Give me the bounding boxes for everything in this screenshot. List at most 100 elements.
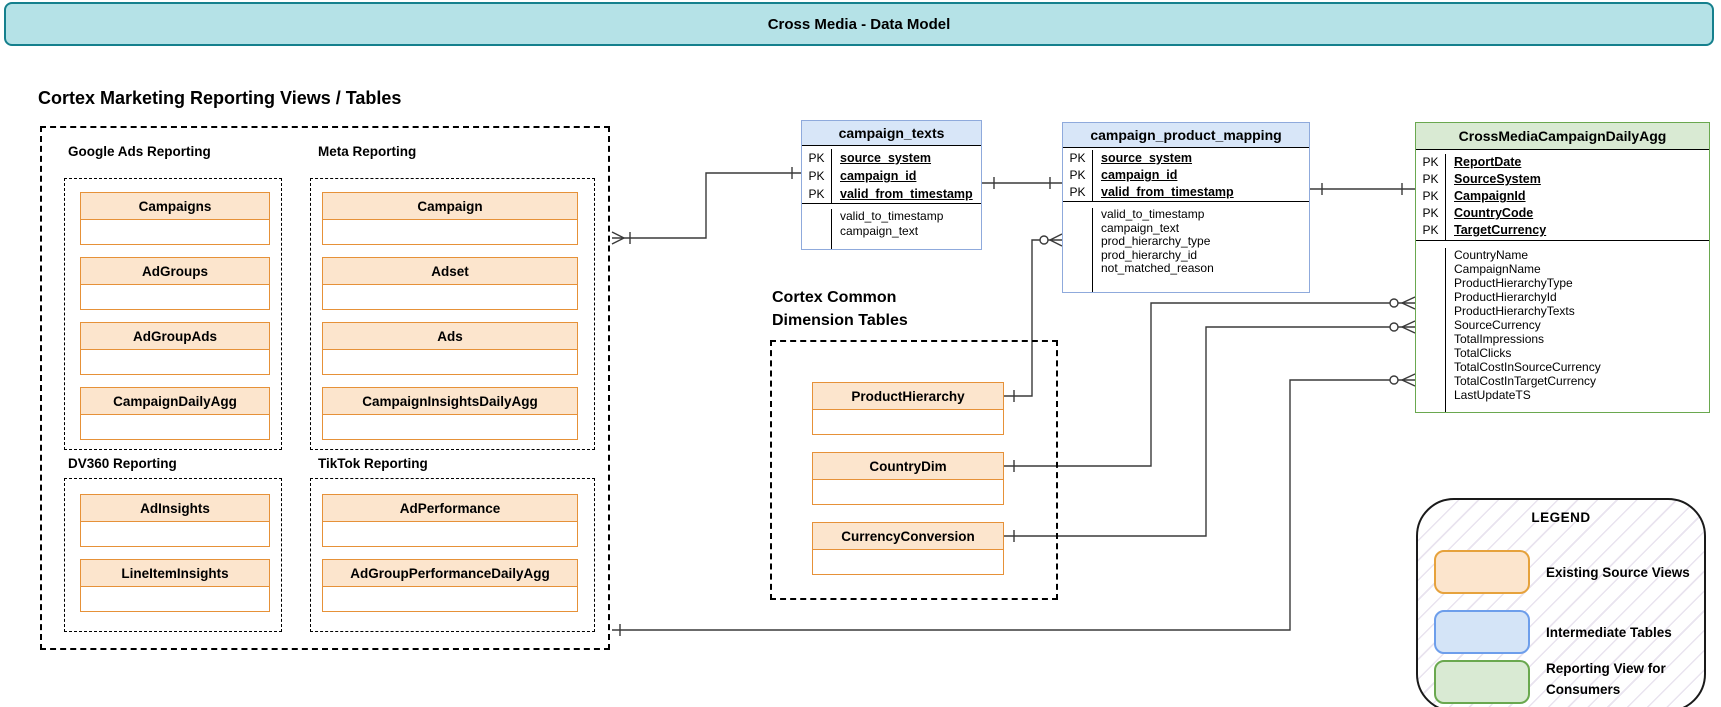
table-campaign-product-mapping-title: campaign_product_mapping xyxy=(1063,123,1309,148)
entity-campaigndailyagg: CampaignDailyAgg xyxy=(80,387,270,440)
attr: CampaignName xyxy=(1454,262,1541,276)
group-box-google-ads xyxy=(64,178,282,450)
entity-adgroupperformancedailyagg-title: AdGroupPerformanceDailyAgg xyxy=(323,560,577,587)
entity-campaign-title: Campaign xyxy=(323,193,577,220)
group-label-tiktok: TikTok Reporting xyxy=(318,456,428,471)
legend-swatch-existing-source-views xyxy=(1434,550,1530,594)
attr: TotalCostInSourceCurrency xyxy=(1454,360,1601,374)
pk-attr: TargetCurrency xyxy=(1454,223,1547,237)
entity-currencyconversion-title: CurrencyConversion xyxy=(813,523,1003,550)
attr: LastUpdateTS xyxy=(1454,388,1531,402)
pk-attr: campaign_id xyxy=(1101,168,1178,182)
entity-ads-title: Ads xyxy=(323,323,577,350)
entity-campaign: Campaign xyxy=(322,192,578,245)
entity-adgroupads: AdGroupAds xyxy=(80,322,270,375)
entity-adset-title: Adset xyxy=(323,258,577,285)
legend-label-reporting-view: Reporting View for Consumers xyxy=(1546,661,1666,697)
entity-countrydim-title: CountryDim xyxy=(813,453,1003,480)
legend-title: LEGEND xyxy=(1531,510,1591,525)
attr: CountryName xyxy=(1454,248,1529,262)
pk-label: PK xyxy=(1069,168,1086,182)
entity-campaigninsightsdailyagg: CampaignInsightsDailyAgg xyxy=(322,387,578,440)
entity-producthierarchy: ProductHierarchy xyxy=(812,382,1004,435)
dimension-section-title: Cortex Common Dimension Tables xyxy=(772,289,908,329)
entity-adgroupperformancedailyagg: AdGroupPerformanceDailyAgg xyxy=(322,559,578,612)
legend-swatch-intermediate-tables xyxy=(1434,610,1530,654)
group-box-dv360 xyxy=(64,478,282,632)
entity-lineiteminsights-title: LineItemInsights xyxy=(81,560,269,587)
entity-ads: Ads xyxy=(322,322,578,375)
entity-adgroups-title: AdGroups xyxy=(81,258,269,285)
pk-label: PK xyxy=(808,151,825,165)
entity-adinsights: AdInsights xyxy=(80,494,270,547)
connector-sourceviews-campaign-texts xyxy=(612,172,801,239)
table-campaign-texts: campaign_texts PK PK PK source_system ca… xyxy=(801,120,982,250)
table-crossmediacampaigndailyagg: CrossMediaCampaignDailyAgg PK PK PK PK P… xyxy=(1415,122,1710,413)
table-crossmediacampaigndailyagg-title: CrossMediaCampaignDailyAgg xyxy=(1416,123,1709,150)
pk-label: PK xyxy=(1422,189,1439,203)
attr: not_matched_reason xyxy=(1101,261,1214,275)
entity-adset: Adset xyxy=(322,257,578,310)
pk-attr: campaign_id xyxy=(840,169,917,183)
pk-attr: ReportDate xyxy=(1454,155,1522,169)
entity-campaigndailyagg-title: CampaignDailyAgg xyxy=(81,388,269,415)
entity-lineiteminsights: LineItemInsights xyxy=(80,559,270,612)
attr: prod_hierarchy_id xyxy=(1101,247,1198,262)
pk-attr: valid_from_timestamp xyxy=(1101,185,1234,199)
attr: SourceCurrency xyxy=(1454,318,1541,332)
entity-campaigns-title: Campaigns xyxy=(81,193,269,220)
marketing-section-title: Cortex Marketing Reporting Views / Table… xyxy=(38,88,402,108)
entity-countrydim: CountryDim xyxy=(812,452,1004,505)
entity-adgroupads-title: AdGroupAds xyxy=(81,323,269,350)
entity-adperformance-title: AdPerformance xyxy=(323,495,577,522)
legend-label-intermediate-tables: Intermediate Tables xyxy=(1546,625,1672,640)
connector-countrydim-crossmedia xyxy=(1004,302,1415,467)
pk-label: PK xyxy=(1422,206,1439,220)
legend-label-existing-source-views: Existing Source Views xyxy=(1546,565,1690,580)
entity-campaigns: Campaigns xyxy=(80,192,270,245)
diagram-title-banner: Cross Media - Data Model xyxy=(4,2,1714,46)
pk-label: PK xyxy=(1422,172,1439,186)
attr: TotalClicks xyxy=(1454,346,1512,360)
marketing-section-box xyxy=(40,126,610,650)
group-label-meta: Meta Reporting xyxy=(318,144,417,159)
pk-attr: source_system xyxy=(1101,151,1193,165)
group-box-tiktok xyxy=(310,478,595,632)
attr: campaign_text xyxy=(1101,220,1180,235)
diagram-title: Cross Media - Data Model xyxy=(767,15,951,33)
entity-campaigninsightsdailyagg-title: CampaignInsightsDailyAgg xyxy=(323,388,577,415)
table-campaign-product-mapping: campaign_product_mapping PK PK PK source… xyxy=(1062,122,1310,293)
pk-attr: SourceSystem xyxy=(1454,172,1541,186)
legend-swatch-reporting-view xyxy=(1434,660,1530,704)
legend: LEGEND Existing Source Views Intermediat… xyxy=(1416,498,1706,707)
pk-attr: source_system xyxy=(840,151,932,165)
attr: ProductHierarchyType xyxy=(1454,276,1573,290)
table-campaign-texts-title: campaign_texts xyxy=(802,121,981,146)
attr: ProductHierarchyTexts xyxy=(1454,304,1575,318)
pk-label: PK xyxy=(808,187,825,201)
pk-label: PK xyxy=(1422,223,1439,237)
dimension-section-box xyxy=(770,340,1058,600)
pk-attr: CountryCode xyxy=(1454,206,1534,220)
connector-currencyconversion-crossmedia xyxy=(1004,326,1415,537)
group-box-meta xyxy=(310,178,595,450)
entity-currencyconversion: CurrencyConversion xyxy=(812,522,1004,575)
pk-attr: valid_from_timestamp xyxy=(840,187,973,201)
entity-adgroups: AdGroups xyxy=(80,257,270,310)
attr: valid_to_timestamp xyxy=(1101,208,1205,221)
attr: TotalCostInTargetCurrency xyxy=(1454,374,1597,388)
attr: prod_hierarchy_type xyxy=(1101,234,1211,248)
pk-label: PK xyxy=(1069,185,1086,199)
entity-adperformance: AdPerformance xyxy=(322,494,578,547)
pk-attr: CampaignId xyxy=(1454,189,1526,203)
entity-adinsights-title: AdInsights xyxy=(81,495,269,522)
entity-producthierarchy-title: ProductHierarchy xyxy=(813,383,1003,410)
group-label-google-ads: Google Ads Reporting xyxy=(68,144,211,159)
pk-label: PK xyxy=(1422,155,1439,169)
attr: TotalImpressions xyxy=(1454,332,1545,346)
attr: campaign_text xyxy=(840,224,919,238)
pk-label: PK xyxy=(808,169,825,183)
pk-label: PK xyxy=(1069,151,1086,165)
attr: ProductHierarchyId xyxy=(1454,290,1557,304)
